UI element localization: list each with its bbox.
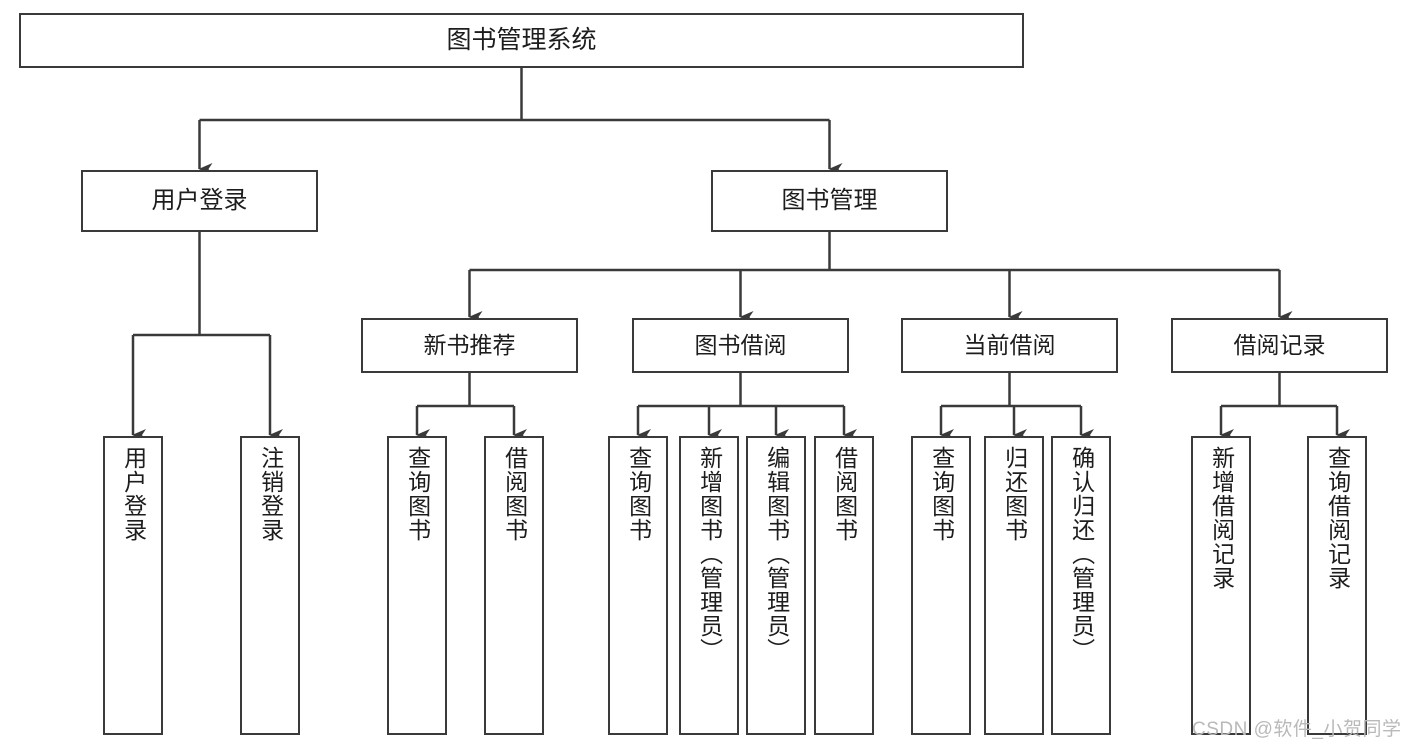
node-label: 查询图书 bbox=[404, 446, 431, 542]
node-leaf-return-book[interactable]: 归还图书 bbox=[984, 436, 1044, 735]
node-leaf-query-book-2[interactable]: 查询图书 bbox=[608, 436, 668, 735]
node-label: 编辑图书（管理员） bbox=[763, 446, 790, 662]
node-label: 确认归还（管理员） bbox=[1068, 446, 1095, 662]
node-label: 查询图书 bbox=[928, 446, 955, 542]
node-label: 新增图书（管理员） bbox=[696, 446, 723, 662]
node-leaf-confirm-return[interactable]: 确认归还（管理员） bbox=[1051, 436, 1111, 735]
node-leaf-borrow-book-2[interactable]: 借阅图书 bbox=[814, 436, 874, 735]
node-label: 查询图书 bbox=[625, 446, 652, 542]
node-label: 查询借阅记录 bbox=[1324, 446, 1351, 590]
node-leaf-query-book-1[interactable]: 查询图书 bbox=[387, 436, 447, 735]
csdn-watermark: CSDN @软件_小贺同学 bbox=[1192, 719, 1402, 740]
node-label: 借阅图书 bbox=[501, 446, 528, 542]
node-leaf-user-login[interactable]: 用户登录 bbox=[103, 436, 163, 735]
node-label: 新增借阅记录 bbox=[1208, 446, 1235, 590]
node-leaf-query-record[interactable]: 查询借阅记录 bbox=[1307, 436, 1367, 735]
node-leaf-add-record[interactable]: 新增借阅记录 bbox=[1191, 436, 1251, 735]
node-leaf-borrow-book-1[interactable]: 借阅图书 bbox=[484, 436, 544, 735]
node-label: 用户登录 bbox=[120, 446, 147, 542]
node-book-borrow[interactable]: 图书借阅 bbox=[632, 318, 849, 373]
node-label: 归还图书 bbox=[1001, 446, 1028, 542]
node-current-borrow[interactable]: 当前借阅 bbox=[901, 318, 1118, 373]
node-new-book-recommend[interactable]: 新书推荐 bbox=[361, 318, 578, 373]
node-label: 注销登录 bbox=[257, 446, 284, 542]
node-label: 借阅图书 bbox=[831, 446, 858, 542]
node-book-management[interactable]: 图书管理 bbox=[711, 170, 948, 232]
node-user-login[interactable]: 用户登录 bbox=[81, 170, 318, 232]
node-leaf-query-book-3[interactable]: 查询图书 bbox=[911, 436, 971, 735]
node-leaf-logout[interactable]: 注销登录 bbox=[240, 436, 300, 735]
node-leaf-edit-book[interactable]: 编辑图书（管理员） bbox=[746, 436, 806, 735]
node-leaf-add-book[interactable]: 新增图书（管理员） bbox=[679, 436, 739, 735]
node-borrow-record[interactable]: 借阅记录 bbox=[1171, 318, 1388, 373]
node-root[interactable]: 图书管理系统 bbox=[19, 13, 1024, 68]
